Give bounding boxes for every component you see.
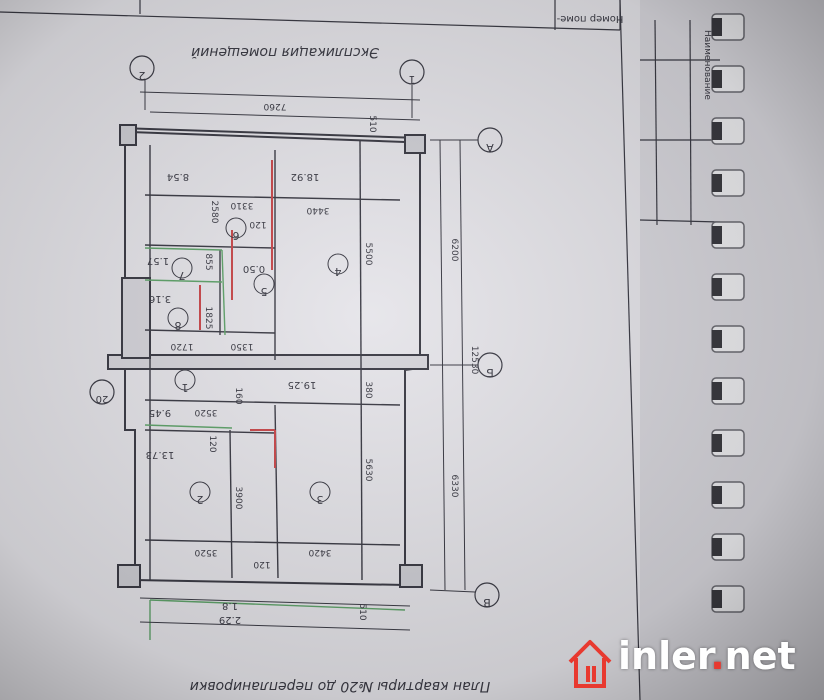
title-block-frame bbox=[619, 0, 721, 700]
room-7: 7 bbox=[179, 269, 186, 282]
green-partitions bbox=[144, 247, 406, 640]
plan-caption: План квартиры №20 до перепланировки bbox=[190, 678, 490, 694]
dim-axis-a-b: 6200 bbox=[449, 239, 459, 262]
room-8: 8 bbox=[175, 319, 182, 332]
area-balcony: 2.29 bbox=[219, 614, 241, 625]
binder-ring-shadow bbox=[712, 18, 722, 36]
area-room-4: 18.92 bbox=[291, 171, 320, 182]
dim-partition-3: 120 bbox=[207, 435, 217, 452]
axis-label-1: 1 bbox=[409, 73, 416, 86]
watermark-text: inler.net bbox=[618, 634, 796, 678]
binder-rings bbox=[711, 13, 745, 613]
axis-label-2: 2 bbox=[139, 69, 146, 82]
dim-room3-depth: 5630 bbox=[363, 459, 373, 482]
room-2: 2 bbox=[197, 493, 204, 506]
dim-wall-160: 160 bbox=[233, 387, 243, 404]
dim-bottom-offset: 510 bbox=[357, 603, 367, 620]
axis-label-v: В bbox=[483, 596, 491, 609]
binder-ring-shadow bbox=[712, 174, 722, 192]
dim-axis-b-v: 6330 bbox=[449, 475, 459, 498]
watermark-site: inler bbox=[618, 634, 711, 678]
axis-lines bbox=[139, 80, 480, 631]
area-balcony-small: 1.8 bbox=[222, 600, 238, 611]
site-watermark: inler.net bbox=[566, 634, 816, 692]
room-1: 1 bbox=[182, 381, 189, 394]
dim-room2-width: 3520 bbox=[194, 547, 217, 557]
red-partitions bbox=[199, 160, 276, 468]
dim-partition-1: 120 bbox=[249, 219, 266, 229]
house-logo-icon bbox=[568, 640, 612, 688]
dim-room2-depth: 3900 bbox=[233, 487, 243, 510]
area-room-7: 1.57 bbox=[147, 255, 169, 266]
binder-ring-shadow bbox=[712, 70, 722, 88]
dim-room1-width: 3520 bbox=[194, 407, 217, 417]
axis-label-a: А bbox=[486, 141, 494, 154]
area-room-1: 9.45 bbox=[149, 407, 171, 418]
room-4: 4 bbox=[335, 265, 342, 278]
dim-corridor-width: 1720 bbox=[170, 341, 193, 351]
binder-ring-shadow bbox=[712, 226, 722, 244]
main-sheet bbox=[0, 0, 640, 700]
axis-label-b: Б bbox=[486, 366, 494, 379]
area-room-5: 0.50 bbox=[243, 263, 265, 274]
area-room-6: 8.54 bbox=[167, 171, 189, 182]
binder-ring-shadow bbox=[712, 382, 722, 400]
area-room-8: 3.16 bbox=[149, 293, 171, 304]
dim-room7-depth: 855 bbox=[203, 253, 213, 270]
explication-title: Экспликация помещений bbox=[191, 44, 380, 60]
room-markers bbox=[167, 217, 349, 503]
title-block-label: Наименование bbox=[702, 30, 712, 100]
dim-room6-depth: 2580 bbox=[209, 201, 219, 224]
binder-ring-shadow bbox=[712, 486, 722, 504]
room-3: 3 bbox=[317, 493, 324, 506]
binder-ring-shadow bbox=[712, 434, 722, 452]
room-5: 5 bbox=[261, 285, 268, 298]
binder-ring-shadow bbox=[712, 122, 722, 140]
dim-room4-width: 3440 bbox=[306, 205, 329, 215]
area-room-3: 19.25 bbox=[288, 379, 317, 390]
dim-wall-380: 380 bbox=[363, 381, 373, 398]
binder-ring-shadow bbox=[712, 538, 722, 556]
dim-top-offset: 510 bbox=[367, 115, 377, 132]
dim-partition-2: 120 bbox=[253, 559, 270, 569]
watermark-dot: . bbox=[710, 634, 725, 678]
area-room-2: 13.73 bbox=[146, 449, 175, 460]
dim-total-depth: 12530 bbox=[469, 346, 479, 375]
watermark-tld: net bbox=[724, 634, 796, 678]
outer-walls bbox=[107, 124, 429, 588]
dim-room3-width: 3420 bbox=[308, 547, 331, 557]
binder-ring-shadow bbox=[712, 330, 722, 348]
binder-ring-shadow bbox=[712, 278, 722, 296]
room-6: 6 bbox=[233, 229, 240, 242]
dim-overall-width: 7260 bbox=[263, 101, 286, 111]
dim-room8-depth: 1825 bbox=[203, 307, 213, 330]
dim-room5-width: 1350 bbox=[230, 341, 253, 351]
dim-room4-depth: 5500 bbox=[363, 243, 373, 266]
axis-bubbles bbox=[89, 55, 503, 608]
dim-room6-width: 3310 bbox=[230, 200, 253, 210]
axis-label-20: 20 bbox=[96, 393, 109, 404]
table-header-number: Номер поме- bbox=[556, 13, 623, 24]
binder-ring-shadow bbox=[712, 590, 722, 608]
